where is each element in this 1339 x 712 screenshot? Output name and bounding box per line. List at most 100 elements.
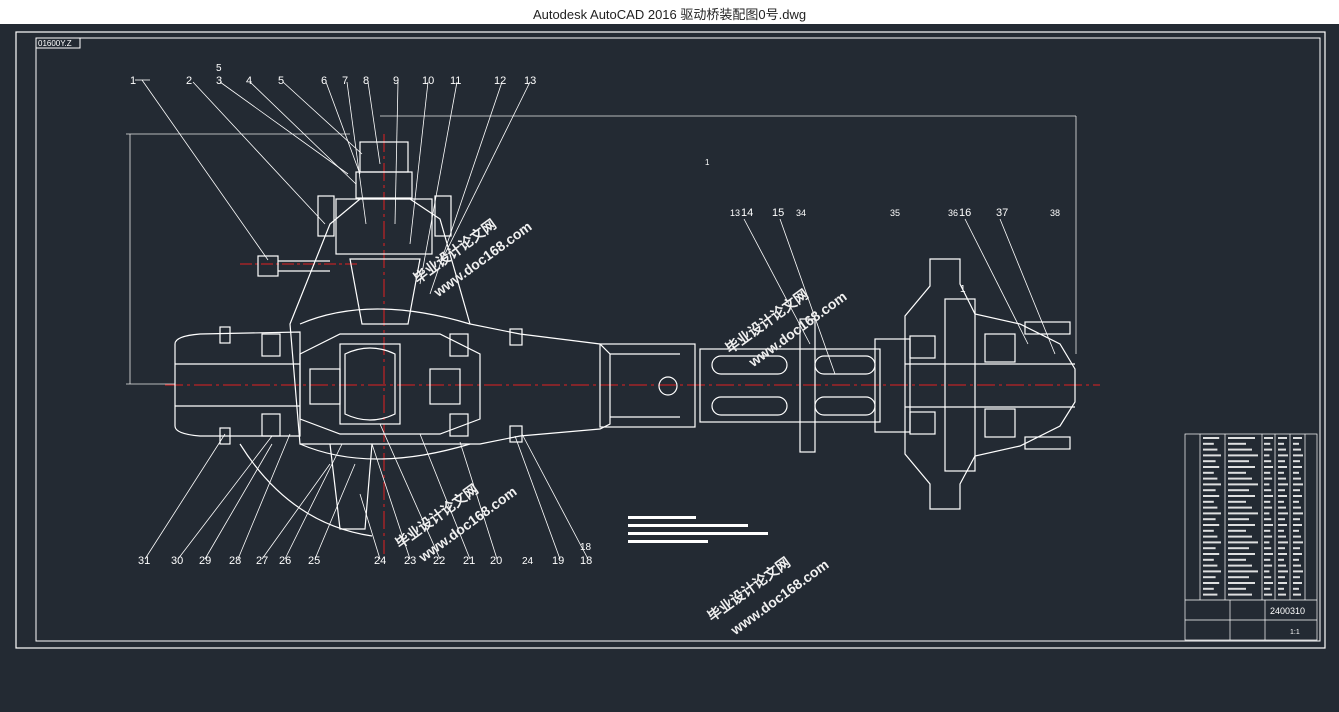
parts-list-row-mark: [1228, 553, 1255, 555]
parts-list-row-mark: [1278, 547, 1285, 550]
parts-list-row-mark: [1203, 495, 1220, 497]
drawing-canvas[interactable]: 01600Y.Z: [0, 24, 1339, 712]
parts-list-row-mark: [1203, 500, 1214, 503]
part-label: 19: [552, 555, 564, 567]
part-label: 24: [374, 555, 386, 567]
parts-list-row-mark: [1228, 448, 1252, 451]
parts-list-row-mark: [1203, 518, 1216, 521]
parts-list-row-mark: [1264, 448, 1273, 451]
parts-list-row-mark: [1278, 512, 1288, 515]
part-label: 16: [959, 207, 971, 219]
parts-list-row-mark: [1278, 553, 1287, 555]
parts-list-row-mark: [1228, 477, 1252, 480]
parts-list-row-mark: [1293, 466, 1302, 468]
parts-list-row-mark: [1264, 547, 1272, 550]
parts-list-row-mark: [1278, 582, 1287, 584]
parts-list-row-mark: [1203, 576, 1216, 579]
part-label: 11: [450, 75, 461, 87]
parts-list-row-mark: [1203, 471, 1214, 474]
parts-list-row-mark: [1264, 442, 1271, 445]
parts-list-row-mark: [1264, 558, 1271, 561]
parts-list-row-mark: [1293, 587, 1299, 590]
title-block-code: 2400310: [1270, 606, 1305, 616]
part-labels-bottom: 31 30 29 28 27 26 25 24 23 22 21 20 24 1…: [138, 542, 592, 567]
parts-list-row-mark: [1203, 489, 1216, 492]
parts-list-row-mark: [1293, 506, 1301, 509]
parts-list-row-mark: [1293, 529, 1299, 532]
parts-list-row-mark: [1293, 442, 1299, 445]
frame-tag: 01600Y.Z: [38, 39, 72, 48]
parts-list-row-mark: [1203, 593, 1218, 596]
parts-list-row-mark: [1293, 582, 1302, 584]
parts-list-row-mark: [1264, 535, 1273, 538]
part-label: 8: [363, 75, 369, 87]
part-labels-right: 13 14 15 34 35 36 16 37 38: [730, 207, 1060, 219]
parts-list-table: [1184, 433, 1318, 641]
part-label: 2: [186, 75, 192, 87]
parts-list-row-mark: [1278, 518, 1285, 521]
part-label: 7: [342, 75, 348, 87]
parts-list-row-mark: [1203, 477, 1218, 480]
parts-list-row-mark: [1278, 495, 1287, 497]
parts-list-row-mark: [1228, 582, 1255, 584]
parts-list-row-mark: [1228, 495, 1255, 497]
parts-list-row-mark: [1228, 524, 1255, 526]
parts-list-row-mark: [1293, 500, 1299, 503]
assembly-drawing[interactable]: 01600Y.Z: [0, 24, 1339, 712]
parts-list-row-mark: [1278, 442, 1284, 445]
part-label: 3: [216, 75, 222, 87]
part-label: 36: [948, 208, 958, 218]
part-label: 23: [404, 555, 416, 567]
part-label: 13: [524, 75, 536, 87]
parts-list-row-mark: [1264, 576, 1272, 579]
parts-list-row-mark: [1203, 564, 1218, 567]
window-title: Autodesk AutoCAD 2016 驱动桥装配图0号.dwg: [532, 7, 807, 22]
parts-list-row-mark: [1293, 512, 1303, 515]
part-label: 37: [996, 207, 1008, 219]
parts-list-row-mark: [1293, 483, 1303, 486]
parts-list-row-mark: [1278, 576, 1285, 579]
part-label: 22: [433, 555, 445, 567]
parts-list-row-mark: [1228, 460, 1249, 463]
parts-list-row-mark: [1293, 448, 1301, 451]
parts-list-row-mark: [1203, 512, 1221, 515]
part-label: 6: [321, 75, 327, 87]
parts-list-row-mark: [1278, 529, 1284, 532]
part-label: 24: [522, 556, 534, 567]
part-label: 20: [490, 555, 502, 567]
outer-frame: [15, 31, 1326, 649]
parts-list-row-mark: [1293, 477, 1301, 480]
parts-list-row-mark: [1278, 564, 1286, 567]
parts-list-row-mark: [1264, 512, 1270, 515]
differential-housing: [239, 141, 611, 537]
part-label: 12: [494, 75, 506, 87]
parts-list-row-mark: [1278, 448, 1286, 451]
parts-list-row-mark: [1228, 518, 1249, 521]
parts-list-row-mark: [1264, 483, 1270, 486]
parts-list-row-mark: [1264, 570, 1270, 573]
parts-list-row-mark: [1264, 518, 1272, 521]
parts-list-row-mark: [1264, 466, 1273, 468]
parts-list-row-mark: [1203, 535, 1218, 538]
half-shaft-tube: [599, 318, 911, 453]
parts-list-row-mark: [1203, 587, 1214, 590]
dimension-lines: [126, 115, 1077, 385]
leader-lines-bottom: [144, 423, 589, 560]
parts-list-row-mark: [1278, 489, 1285, 492]
parts-list-row-mark: [1264, 495, 1273, 497]
parts-list-row-mark: [1264, 553, 1273, 555]
parts-list-row-mark: [1293, 558, 1299, 561]
parts-list-row-mark: [1228, 587, 1246, 590]
parts-list-row-mark: [1278, 466, 1287, 468]
parts-list-row-mark: [1278, 471, 1284, 474]
parts-list-row-mark: [1203, 483, 1221, 486]
parts-list-row-mark: [1264, 460, 1272, 463]
parts-list-row-mark: [1293, 454, 1303, 457]
parts-list-row-mark: [1293, 518, 1300, 521]
parts-list-row-mark: [1203, 506, 1218, 509]
parts-list-row-mark: [1278, 500, 1284, 503]
parts-list-row-mark: [1228, 535, 1252, 538]
part-label: 1: [130, 75, 136, 87]
parts-list-row-mark: [1278, 593, 1286, 596]
part-label: 30: [171, 555, 183, 567]
